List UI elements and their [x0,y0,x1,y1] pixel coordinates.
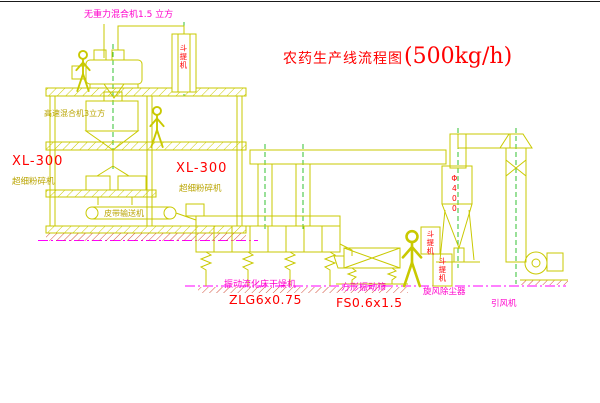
fluid-bed-dryer-machine [185,203,353,286]
cyclone-diameter-label: Φ400 [449,174,459,214]
high-speed-mixer-label: 高速混合机3立方 [44,109,106,118]
mill-center-model-label: XL-300 [176,161,228,176]
mill-left-model-label: XL-300 [12,154,64,169]
elevator-right-lower-label: 斗提机 [437,257,447,283]
building-structure [45,87,568,293]
fan-name-label: 引风机 [491,299,517,309]
belt-conveyor-machine [85,206,197,226]
induced-draft-fan-machine [520,251,568,281]
cyclone-machine [436,133,511,263]
top-mixer-machine [71,24,185,99]
mill-left-name-label: 超细粉碎机 [12,177,55,187]
cyclone-name-label: 旋风除尘器 [423,287,466,297]
ground-baselines [38,240,566,287]
drawing-title-capacity: (500kg/h) [404,44,513,69]
screen-name-label: 方形振动筛 [341,283,387,293]
drawing-title-text: 农药生产线流程图 [283,51,403,67]
dryer-model-label: ZLG6x0.75 [229,292,302,307]
mill-machines [85,165,147,205]
top-border [0,1,600,2]
bucket-elevator-top [171,33,197,93]
high-speed-mixer-machine [84,91,140,166]
vibrating-screen-machine [333,247,408,285]
mill-center-name-label: 超细粉碎机 [179,184,222,194]
person-on-roof [75,49,91,92]
elevator-top-label: 斗提机 [178,44,188,70]
person-near-screen [401,229,423,288]
screen-model-label: FS0.6x1.5 [336,295,403,310]
drawing-title: 农药生产线流程图 (500kg/h) [283,44,512,69]
exhaust-ductwork [249,149,447,227]
belt-conveyor-label: 皮带输送机 [104,209,144,218]
elevator-right-upper-label: 斗提机 [425,230,435,256]
top-mixer-label: 无重力混合机1.5 立方 [84,10,174,20]
dryer-name-label: 振动流化床干燥机 [224,280,297,290]
exhaust-stack [499,133,533,263]
